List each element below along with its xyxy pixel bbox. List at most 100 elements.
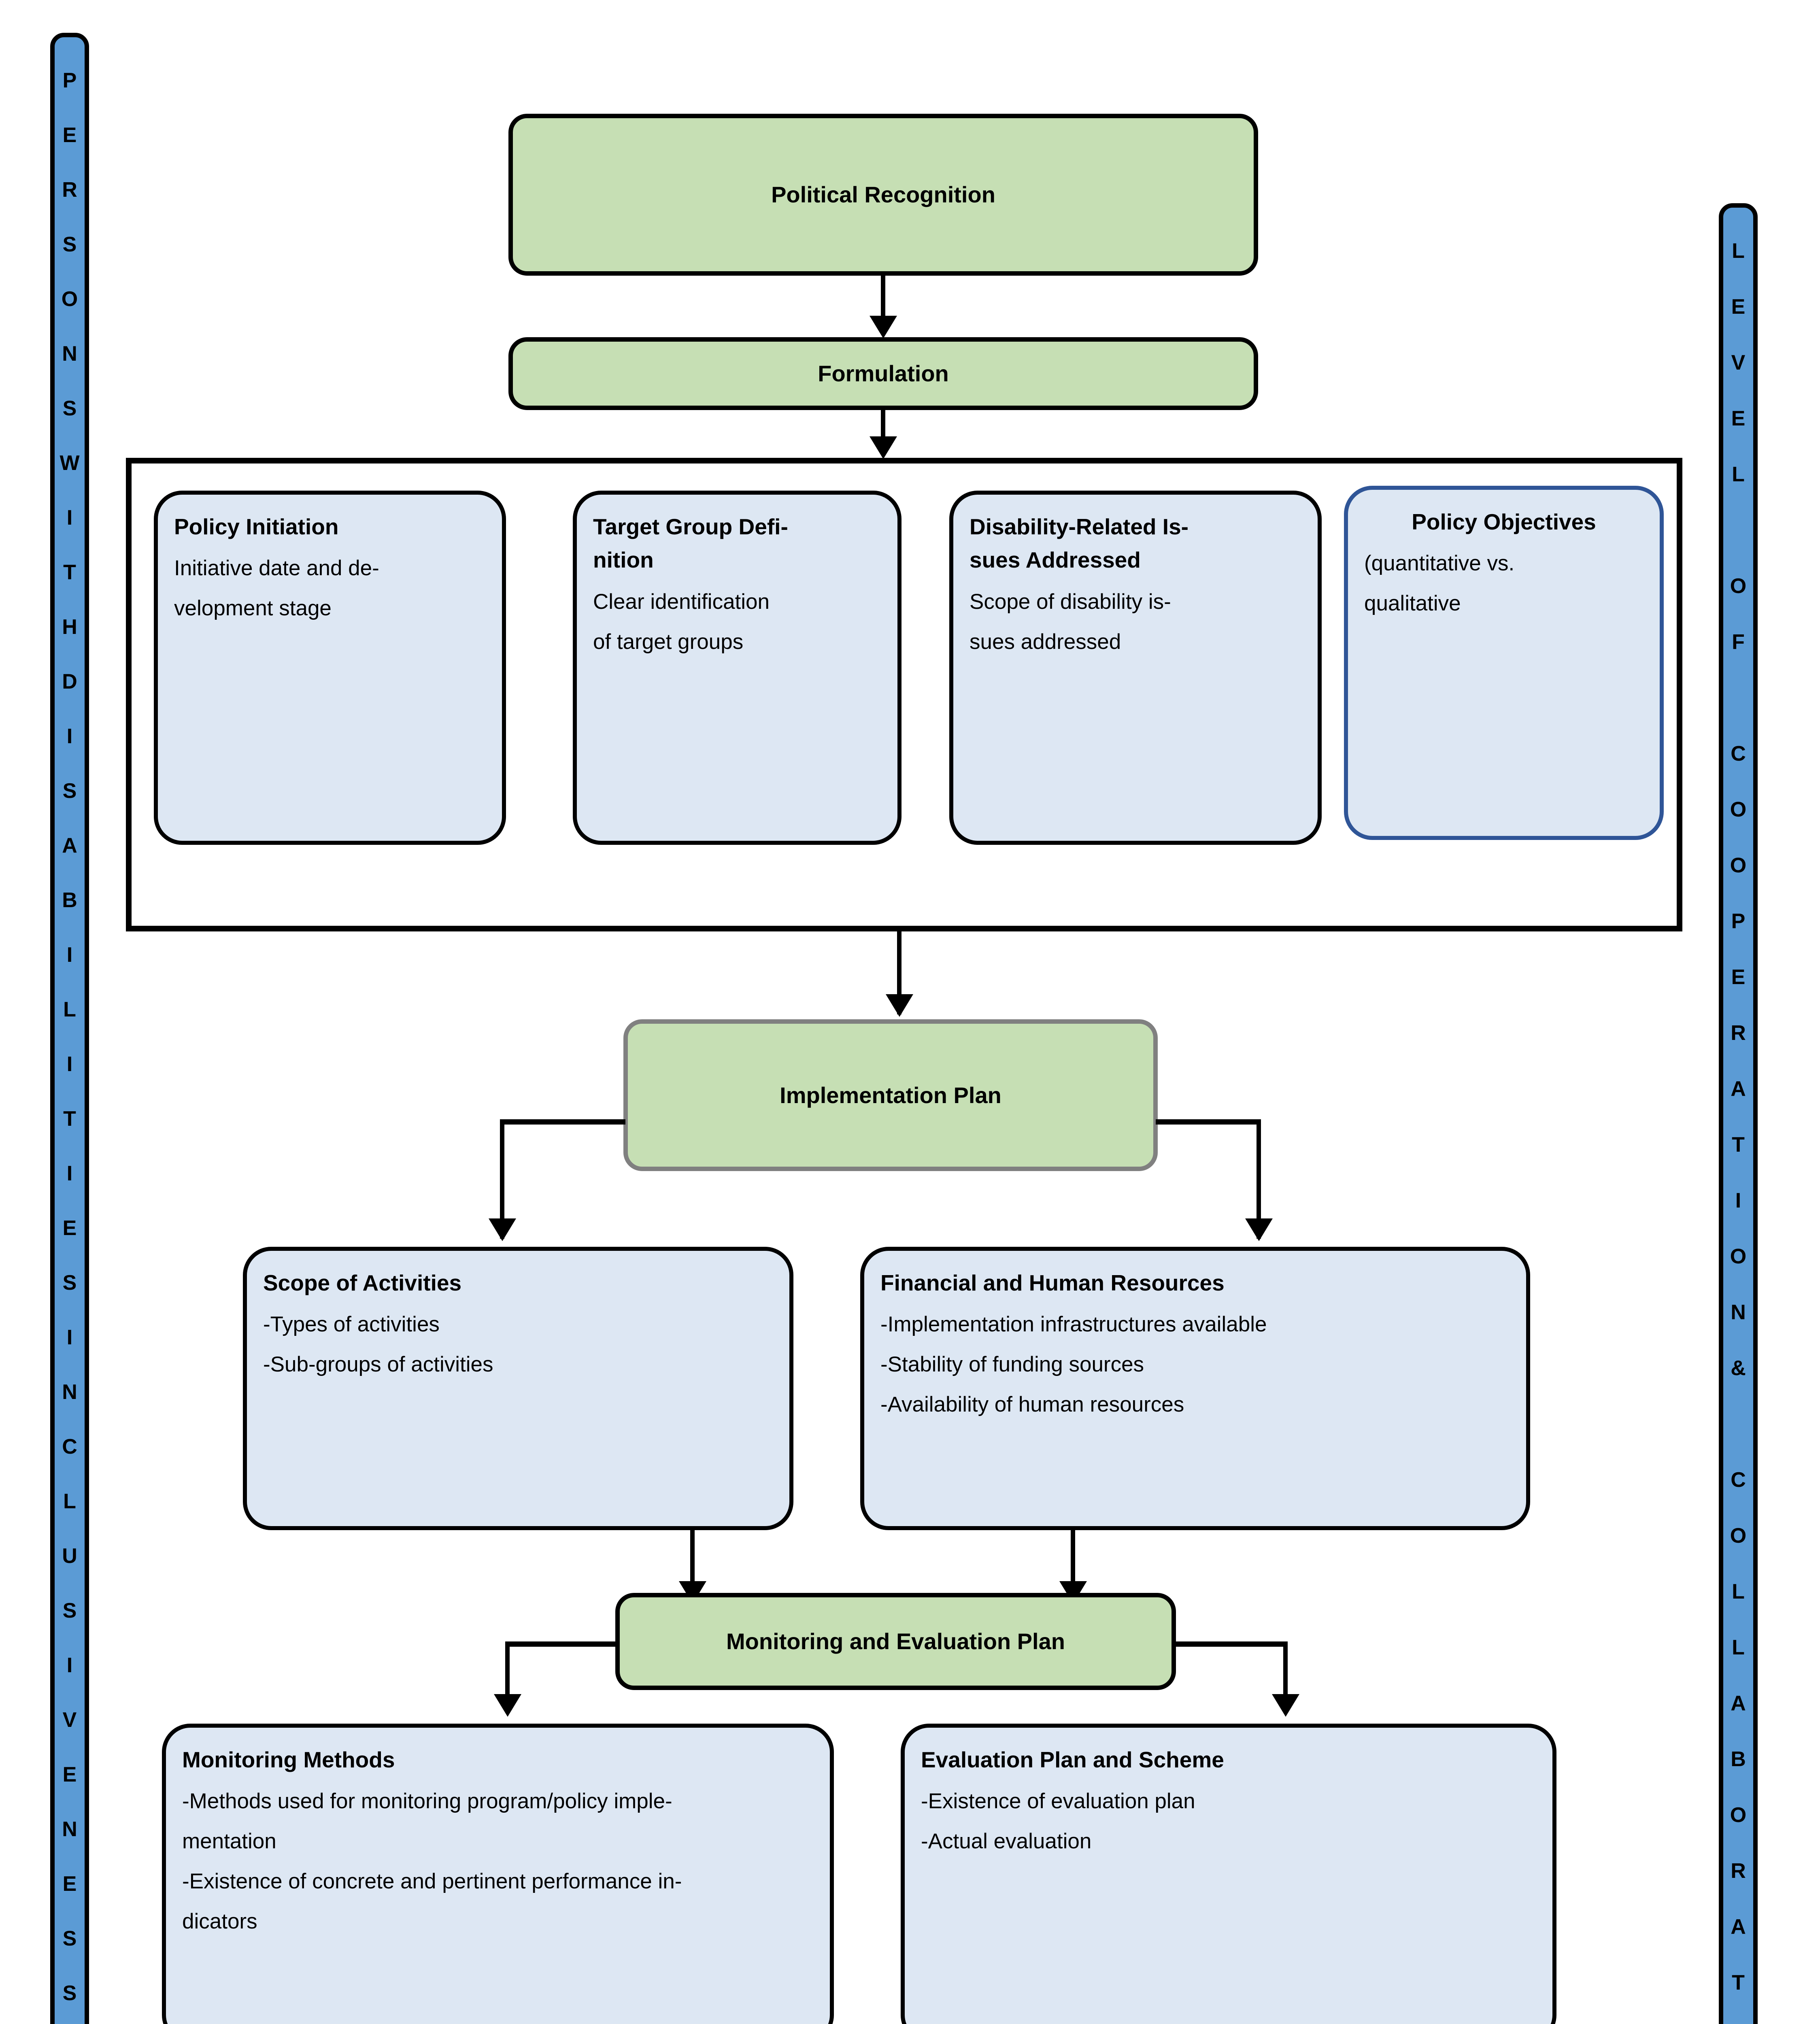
sidebar-letter: A	[1731, 1077, 1746, 1101]
node-target-group-definition-line-1: Clear identification	[593, 589, 770, 614]
node-target-group-definition-heading-line-1: Target Group Defi-	[593, 514, 788, 539]
sidebar-letter: O	[1730, 1245, 1747, 1268]
connector-group-to-implementation-line	[897, 931, 901, 1014]
sidebar-letter: N	[62, 1380, 77, 1404]
connector-monitoring-right-vertical	[1283, 1641, 1288, 1712]
node-financial-and-human-resources-line-3: -Availability of human resources	[880, 1393, 1184, 1417]
node-evaluation-plan-and-scheme-heading: Evaluation Plan and Scheme	[921, 1747, 1224, 1772]
node-policy-initiation-line-1: Initiative date and de-	[174, 556, 379, 580]
node-policy-objectives[interactable]: Policy Objectives (quantitative vs. qual…	[1344, 486, 1664, 840]
sidebar-letter: B	[62, 889, 77, 912]
sidebar-letter: I	[66, 1326, 73, 1349]
connector-monitoring-left-vertical	[505, 1641, 510, 1712]
sidebar-letter: L	[1732, 1580, 1745, 1603]
node-policy-objectives-heading: Policy Objectives	[1412, 509, 1596, 534]
sidebar-letter: N	[1731, 1301, 1746, 1324]
sidebar-letter: O	[1730, 854, 1747, 877]
sidebar-letter: I	[66, 943, 73, 967]
node-scope-of-activities[interactable]: Scope of Activities -Types of activities…	[243, 1247, 793, 1530]
node-disability-related-issues-line-2: sues addressed	[970, 629, 1121, 654]
node-evaluation-plan-and-scheme-line-1: -Existence of evaluation plan	[921, 1789, 1195, 1814]
node-scope-of-activities-line-2: -Sub-groups of activities	[263, 1352, 493, 1377]
node-monitoring-methods-line-2: mentation	[182, 1829, 276, 1854]
connector-monitoring-left-horizontal	[505, 1641, 619, 1647]
connector-formulation-to-group-arrowhead	[870, 436, 897, 459]
sidebar-letter: H	[62, 615, 77, 639]
sidebar-letter: O	[1730, 1524, 1747, 1548]
connector-implementation-right-vertical	[1257, 1119, 1261, 1239]
node-disability-related-issues-heading-line-2: sues Addressed	[970, 547, 1141, 573]
node-implementation-plan[interactable]: Implementation Plan	[623, 1019, 1158, 1171]
sidebar-letter: E	[1731, 965, 1746, 989]
node-policy-objectives-line-2: qualitative	[1364, 591, 1461, 616]
node-monitoring-methods[interactable]: Monitoring Methods -Methods used for mon…	[162, 1724, 834, 2024]
sidebar-letter: V	[62, 1708, 77, 1732]
sidebar-letter: I	[66, 725, 73, 748]
node-monitoring-methods-line-1: -Methods used for monitoring program/pol…	[182, 1789, 672, 1814]
sidebar-letter: A	[1731, 1915, 1746, 1939]
node-disability-related-issues-addressed[interactable]: Disability-Related Is- sues Addressed Sc…	[949, 491, 1322, 845]
sidebar-letter: S	[62, 233, 77, 256]
node-financial-and-human-resources-line-1: -Implementation infrastructures availabl…	[880, 1312, 1267, 1337]
sidebar-letter: C	[1731, 1468, 1746, 1492]
sidebar-letter: T	[63, 561, 76, 584]
sidebar-letter: I	[1735, 1189, 1741, 1212]
sidebar-letter: C	[62, 1435, 77, 1458]
sidebar-letter: O	[1730, 1803, 1747, 1827]
node-disability-related-issues-line-1: Scope of disability is-	[970, 589, 1171, 614]
sidebar-letter: I	[66, 1654, 73, 1677]
connector-implementation-left-vertical	[500, 1119, 504, 1239]
node-target-group-definition[interactable]: Target Group Defi- nition Clear identifi…	[573, 491, 901, 845]
sidebar-letter: O	[61, 287, 78, 311]
sidebar-letter: W	[60, 451, 80, 475]
sidebar-letter: S	[62, 1271, 77, 1295]
connector-monitoring-left-arrowhead	[494, 1694, 521, 1717]
node-evaluation-plan-and-scheme[interactable]: Evaluation Plan and Scheme -Existence of…	[901, 1724, 1556, 2024]
sidebar-letter: E	[62, 1216, 77, 1240]
connector-monitoring-right-arrowhead	[1272, 1694, 1299, 1717]
node-formulation[interactable]: Formulation	[508, 337, 1258, 410]
sidebar-letter: B	[1731, 1748, 1746, 1771]
connector-financial-to-monitoring-line	[1071, 1530, 1075, 1601]
node-political-recognition-label: Political Recognition	[771, 182, 995, 208]
node-monitoring-methods-line-3: -Existence of concrete and pertinent per…	[182, 1869, 682, 1894]
sidebar-letter: O	[1730, 574, 1747, 598]
node-target-group-definition-line-2: of target groups	[593, 629, 744, 654]
sidebar-letter: R	[1731, 1859, 1746, 1883]
connector-implementation-right-horizontal	[1156, 1119, 1261, 1125]
sidebar-letter: L	[63, 1490, 76, 1513]
node-monitoring-and-evaluation-plan-label: Monitoring and Evaluation Plan	[726, 1629, 1065, 1654]
node-formulation-label: Formulation	[818, 361, 949, 387]
connector-political-to-formulation-arrowhead	[870, 316, 897, 338]
sidebar-letter: E	[62, 123, 77, 147]
sidebar-letter: L	[1732, 1636, 1745, 1659]
sidebar-letter: D	[62, 670, 77, 693]
sidebar-letter: I	[66, 506, 73, 529]
node-financial-and-human-resources-line-2: -Stability of funding sources	[880, 1352, 1144, 1377]
sidebar-letter: S	[62, 1927, 77, 1950]
node-financial-and-human-resources-heading: Financial and Human Resources	[880, 1270, 1225, 1295]
sidebar-letter	[1723, 670, 1753, 726]
node-policy-initiation[interactable]: Policy Initiation Initiative date and de…	[154, 491, 506, 845]
sidebar-letter: P	[1731, 910, 1746, 933]
node-monitoring-methods-line-4: dicators	[182, 1909, 257, 1934]
sidebar-letter: A	[62, 834, 77, 857]
group-formulation-components	[126, 458, 1682, 931]
sidebar-letter: E	[62, 1872, 77, 1896]
sidebar-letter: &	[1731, 1356, 1746, 1380]
node-monitoring-methods-heading: Monitoring Methods	[182, 1747, 395, 1772]
sidebar-letter: I	[66, 1052, 73, 1076]
node-financial-and-human-resources[interactable]: Financial and Human Resources -Implement…	[860, 1247, 1530, 1530]
sidebar-letter: O	[1730, 798, 1747, 821]
node-disability-related-issues-heading-line-1: Disability-Related Is-	[970, 514, 1189, 539]
node-monitoring-and-evaluation-plan[interactable]: Monitoring and Evaluation Plan	[615, 1593, 1176, 1690]
sidebar-letter: L	[1732, 463, 1745, 486]
sidebar-letter: S	[62, 1599, 77, 1622]
node-political-recognition[interactable]: Political Recognition	[508, 114, 1258, 276]
sidebar-letter: T	[1732, 1133, 1745, 1157]
sidebar-letter	[1723, 502, 1753, 558]
